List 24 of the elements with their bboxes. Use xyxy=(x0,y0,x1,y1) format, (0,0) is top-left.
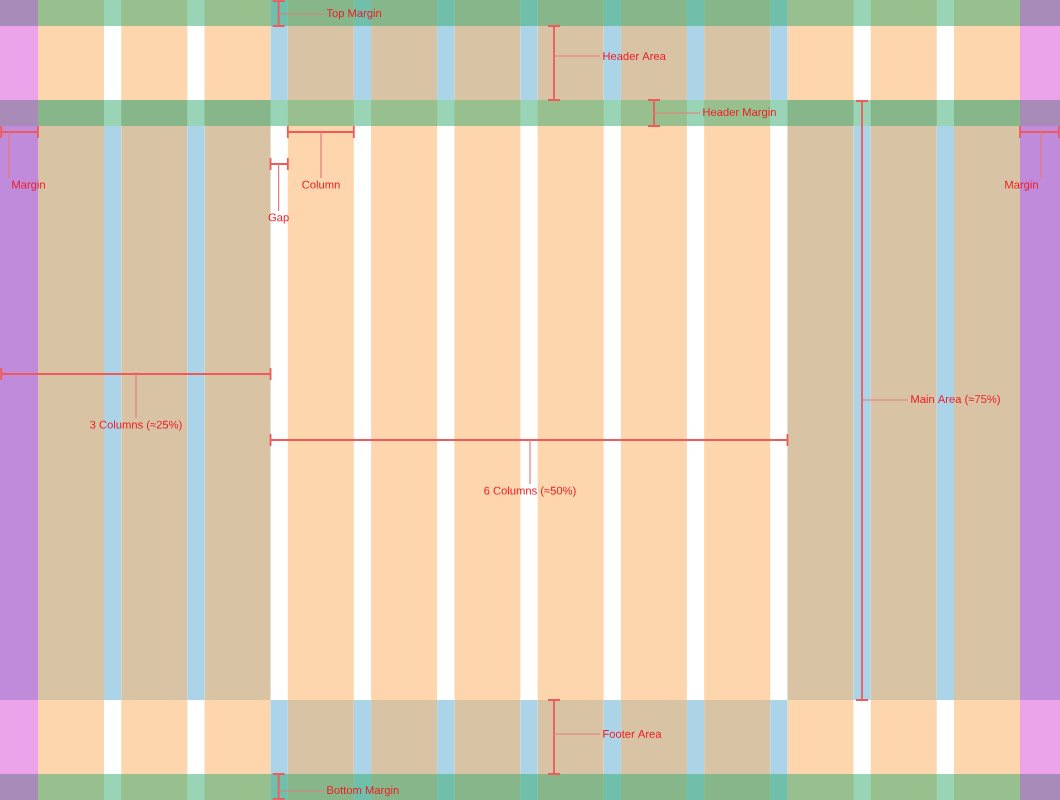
leader-line xyxy=(135,373,137,419)
dimension-line xyxy=(647,99,661,127)
dimension-line xyxy=(547,699,561,775)
dimension-line xyxy=(0,125,39,139)
dimension-line xyxy=(269,157,289,171)
leader-line xyxy=(278,13,325,15)
dimension-line xyxy=(547,25,561,101)
leader-line xyxy=(1040,131,1042,179)
leader-line xyxy=(553,733,601,735)
leader-line xyxy=(861,399,909,401)
dimension-line xyxy=(1019,125,1060,139)
dimension-line xyxy=(286,125,355,139)
leader-line xyxy=(278,790,325,792)
dimension-line xyxy=(0,367,272,381)
leader-line xyxy=(278,163,280,212)
dimension-line xyxy=(855,100,869,701)
dimension-line xyxy=(271,0,286,27)
leader-line xyxy=(320,131,322,179)
leader-line xyxy=(529,439,531,485)
leader-line xyxy=(553,55,601,57)
leader-line xyxy=(8,131,10,179)
dimension-line xyxy=(269,433,789,447)
dimension-line xyxy=(271,773,286,800)
leader-line xyxy=(653,112,701,114)
